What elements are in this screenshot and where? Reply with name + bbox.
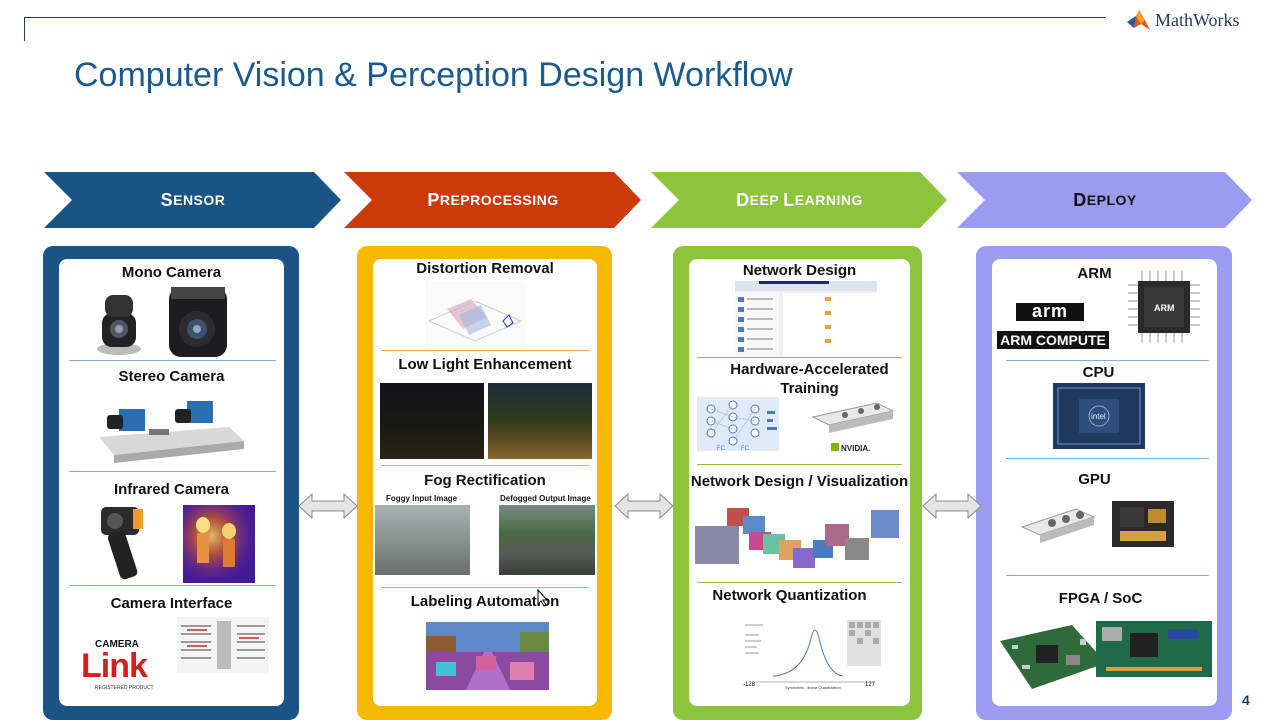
defogged-output-label: Defogged Output Image bbox=[500, 494, 591, 503]
divider bbox=[69, 360, 276, 361]
fpga-boards-image bbox=[1000, 621, 1212, 689]
deploy-panel: ARM arm ARM COMPUTE ARM CPU intel GPU bbox=[976, 246, 1232, 720]
divider bbox=[69, 585, 276, 586]
stereo-camera-image bbox=[99, 401, 244, 463]
network-design-title: Network Design bbox=[742, 262, 857, 279]
cpu-title: CPU bbox=[1082, 364, 1115, 381]
feature-maps-image bbox=[695, 508, 899, 568]
connector-pinout-image bbox=[177, 617, 269, 673]
divider bbox=[381, 587, 589, 588]
training-network-image: FC FC NVIDIA. bbox=[697, 397, 895, 453]
divider bbox=[697, 464, 902, 465]
double-arrow-icon bbox=[614, 492, 674, 520]
labeling-automation-image bbox=[426, 622, 549, 690]
mathworks-logo: MathWorks bbox=[1125, 8, 1240, 32]
workflow-chevrons bbox=[44, 172, 1252, 228]
low-light-output-image bbox=[488, 383, 592, 459]
hw-training-title: Hardware-Accelerated Training bbox=[730, 361, 889, 397]
preprocessing-panel: Distortion Removal Low Light Enhancement… bbox=[357, 246, 612, 720]
infrared-camera-title: Infrared Camera bbox=[113, 481, 230, 498]
fc-label-1: FC bbox=[717, 446, 726, 452]
fc-label-2: FC bbox=[741, 446, 750, 452]
divider bbox=[381, 350, 589, 351]
distortion-removal-title: Distortion Removal bbox=[416, 260, 554, 277]
page-title: Computer Vision & Perception Design Work… bbox=[74, 56, 793, 94]
chevron-preprocessing bbox=[344, 172, 641, 228]
quantization-histogram-image: -128 127 Symmetric - linear Quantization bbox=[743, 618, 883, 690]
mono-camera-title: Mono Camera bbox=[121, 264, 222, 281]
double-arrow-icon bbox=[298, 492, 358, 520]
preprocessing-panel-inner: Distortion Removal Low Light Enhancement… bbox=[373, 259, 597, 706]
deep-learning-panel-inner: Network Design Hardware-Accelerated Trai… bbox=[689, 259, 910, 706]
network-quantization-title: Network Quantization bbox=[712, 587, 867, 604]
labeling-automation-title: Labeling Automation bbox=[410, 593, 560, 610]
deep-learning-panel: Network Design Hardware-Accelerated Trai… bbox=[673, 246, 922, 720]
quant-max-label: 127 bbox=[865, 682, 876, 688]
divider bbox=[381, 465, 589, 466]
quant-min-label: -128 bbox=[743, 682, 756, 688]
low-light-input-image bbox=[380, 383, 484, 459]
sensor-panel: Mono Camera Stereo Camera Infrare bbox=[43, 246, 299, 720]
quant-axis-label: Symmetric - linear Quantization bbox=[785, 685, 841, 690]
network-designer-app-image bbox=[735, 281, 877, 357]
intel-cpu-image: intel bbox=[1053, 383, 1145, 449]
foggy-input-label: Foggy Input Image bbox=[386, 494, 458, 503]
design-visualization-title: Network Design / Visualization bbox=[690, 473, 909, 490]
arm-compute-logo: ARM COMPUTE bbox=[997, 331, 1109, 349]
membrane-logo-icon bbox=[1127, 10, 1150, 30]
arm-chip-image: ARM bbox=[1128, 271, 1200, 343]
arm-logo: arm bbox=[1016, 302, 1084, 321]
brand-name: MathWorks bbox=[1155, 9, 1240, 30]
header-rule-vertical bbox=[24, 17, 25, 41]
sensor-panel-inner: Mono Camera Stereo Camera Infrare bbox=[59, 259, 284, 706]
foggy-input-image bbox=[375, 505, 470, 575]
chevron-sensor bbox=[44, 172, 341, 228]
fog-rectification-title: Fog Rectification bbox=[424, 472, 546, 489]
divider bbox=[697, 582, 902, 583]
header-rule bbox=[24, 17, 1106, 18]
camera-interface-title: Camera Interface bbox=[110, 595, 233, 612]
mouse-cursor-icon bbox=[537, 589, 549, 607]
infrared-camera-image bbox=[101, 505, 255, 583]
camera-link-logo: CAMERA Link REGISTERED PRODUCT bbox=[81, 639, 154, 691]
gpu-title: GPU bbox=[1078, 471, 1111, 488]
deploy-panel-inner: ARM arm ARM COMPUTE ARM CPU intel GPU bbox=[992, 259, 1217, 706]
arm-title: ARM bbox=[1077, 265, 1112, 282]
page-number: 4 bbox=[1242, 692, 1250, 708]
distortion-plot-image bbox=[425, 281, 525, 349]
double-arrow-icon bbox=[922, 492, 982, 520]
mono-camera-image bbox=[97, 287, 227, 357]
intel-logo: intel bbox=[1091, 412, 1106, 421]
gpu-boards-image bbox=[1020, 501, 1174, 547]
divider bbox=[1006, 458, 1209, 459]
chevron-deploy bbox=[957, 172, 1252, 228]
chevron-deep-learning bbox=[651, 172, 947, 228]
fpga-soc-title: FPGA / SoC bbox=[1058, 590, 1143, 607]
stereo-camera-title: Stereo Camera bbox=[118, 368, 225, 385]
divider bbox=[697, 357, 902, 358]
divider bbox=[1006, 360, 1209, 361]
defogged-output-image bbox=[499, 505, 595, 575]
nvidia-logo: NVIDIA. bbox=[841, 444, 870, 453]
divider bbox=[69, 471, 276, 472]
divider bbox=[1006, 575, 1209, 576]
low-light-title: Low Light Enhancement bbox=[398, 356, 572, 373]
arm-chip-label: ARM bbox=[1154, 303, 1175, 313]
